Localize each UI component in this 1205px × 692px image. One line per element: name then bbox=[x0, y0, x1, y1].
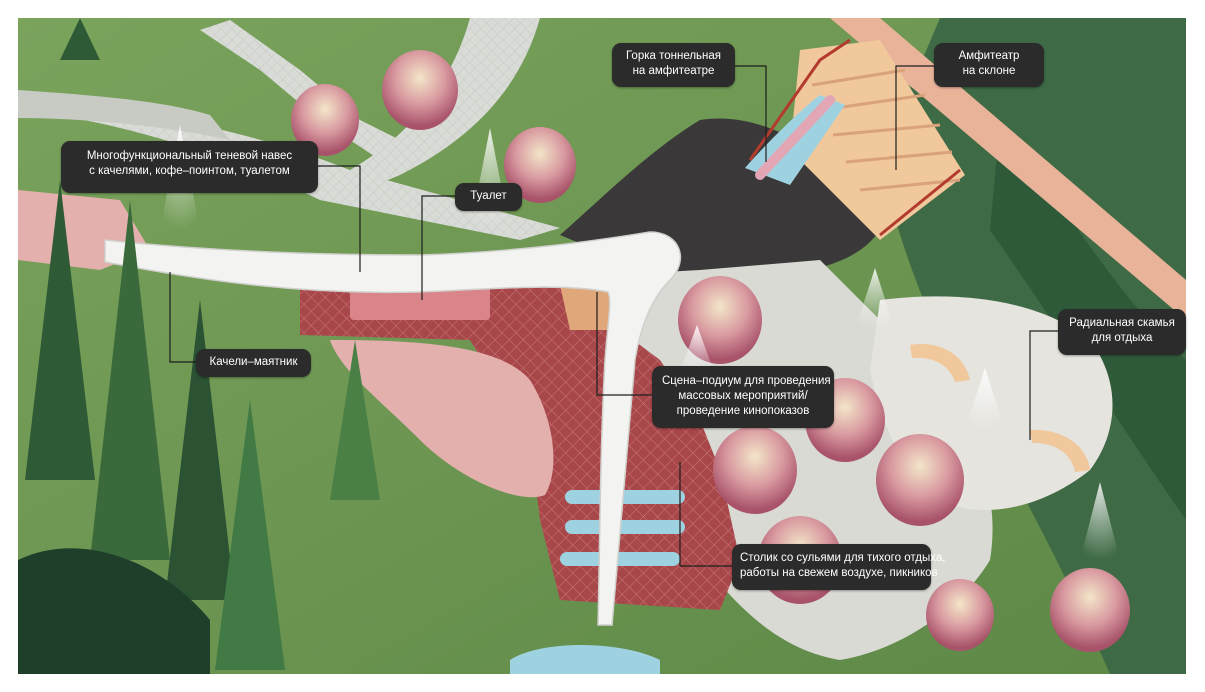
shade-canopy bbox=[104, 231, 681, 626]
callout-line: на склоне bbox=[962, 65, 1016, 77]
toilet-block bbox=[350, 285, 490, 320]
callout-line: Туалет bbox=[470, 190, 507, 202]
slope-walk bbox=[830, 18, 1186, 320]
callout-radial-bench: Радиальная скамья для отдыха bbox=[1058, 309, 1186, 355]
pink-lawn bbox=[330, 340, 554, 498]
callout-line: Амфитеатр bbox=[958, 50, 1020, 62]
leader-lines bbox=[169, 65, 1058, 567]
radial-bench bbox=[910, 344, 970, 382]
stage bbox=[560, 285, 612, 330]
fountain bbox=[510, 645, 660, 674]
callout-canopy: Многофункциональный теневой навес с каче… bbox=[61, 141, 318, 193]
callout-amphitheatre: Амфитеатр на склоне bbox=[934, 43, 1044, 87]
callout-line: Качели–маятник bbox=[209, 356, 298, 368]
callout-stage: Сцена–подиум для проведения массовых мер… bbox=[652, 366, 834, 428]
callout-line: проведение кинопоказов bbox=[676, 405, 810, 417]
callout-toilet: Туалет bbox=[455, 183, 522, 211]
callout-line: Радиальная скамья bbox=[1069, 317, 1175, 329]
callout-swings: Качели–маятник bbox=[196, 349, 311, 377]
callout-tunnel-slide: Горка тоннельная на амфитеатре bbox=[612, 43, 735, 87]
map-area bbox=[18, 18, 1186, 674]
callout-picnic-tables: Столик со сульями для тихого отдыха, раб… bbox=[732, 544, 946, 590]
callout-line: Столик со сульями для тихого отдыха, bbox=[740, 552, 946, 564]
callout-line: массовых мероприятий/ bbox=[678, 390, 808, 402]
callout-line: для отдыха bbox=[1091, 332, 1153, 344]
callout-line: на амфитеатре bbox=[632, 65, 715, 77]
callout-line: Горка тоннельная bbox=[625, 50, 722, 62]
radial-bench bbox=[1030, 429, 1090, 472]
amphitheatre bbox=[790, 40, 965, 240]
callout-line: Многофункциональный теневой навес bbox=[86, 150, 293, 162]
callout-line: работы на свежем воздухе, пикников bbox=[740, 567, 938, 579]
callout-line: с качелями, кофе–поинтом, туалетом bbox=[89, 165, 290, 177]
callout-line: Сцена–подиум для проведения bbox=[662, 375, 831, 387]
